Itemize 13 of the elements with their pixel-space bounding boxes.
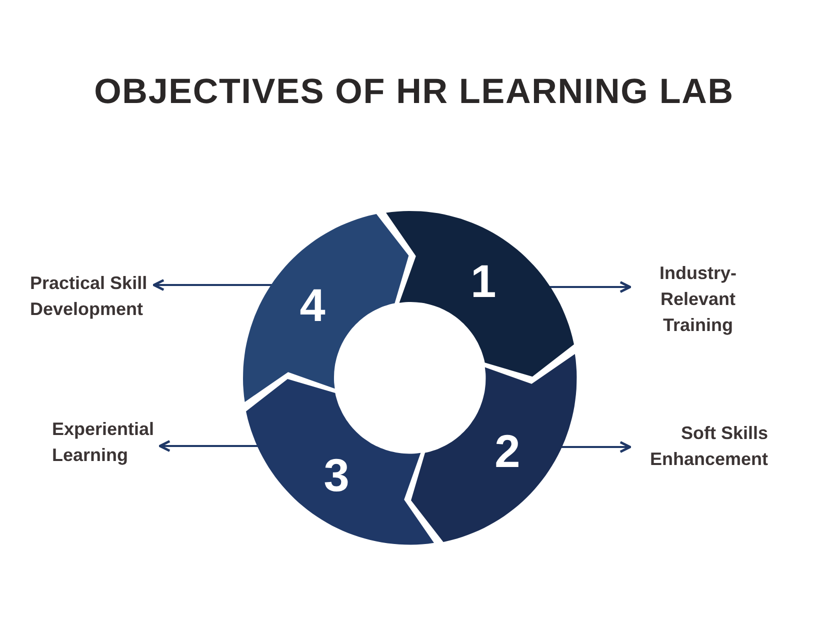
step-number: 1 xyxy=(470,258,496,304)
objective-label: Industry- Relevant Training xyxy=(658,262,738,337)
step-number: 2 xyxy=(494,428,520,474)
arrow xyxy=(549,281,632,293)
objective-label: Experiential Learning xyxy=(52,418,156,467)
arrow xyxy=(561,441,632,453)
objective-label: Soft Skills Enhancement xyxy=(648,422,768,471)
step-number: 4 xyxy=(300,282,326,328)
step-number: 3 xyxy=(324,452,350,498)
title: OBJECTIVES OF HR LEARNING LAB xyxy=(94,71,734,113)
arrow xyxy=(152,279,272,291)
arrow xyxy=(158,440,258,452)
objective-label: Practical Skill Development xyxy=(30,272,148,321)
